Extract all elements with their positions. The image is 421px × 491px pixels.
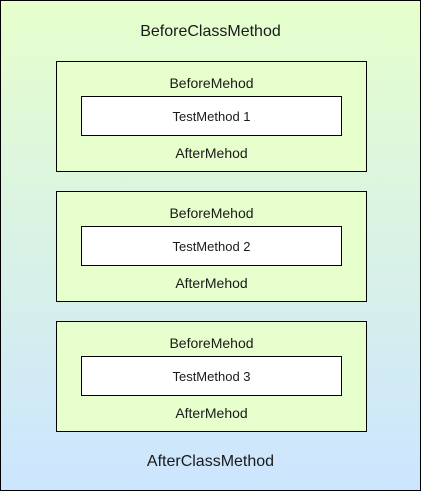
- test-method-label-3: TestMethod 3: [172, 369, 251, 384]
- method-lifecycle-group-2: BeforeMehod TestMethod 2 AfterMehod: [56, 191, 367, 302]
- method-lifecycle-group-3: BeforeMehod TestMethod 3 AfterMehod: [56, 321, 367, 432]
- before-method-label-3: BeforeMehod: [169, 335, 254, 351]
- before-method-label-2: BeforeMehod: [169, 205, 254, 221]
- after-class-method-label: AfterClassMethod: [146, 453, 275, 470]
- test-method-box-2: TestMethod 2: [81, 226, 342, 266]
- after-method-label-3: AfterMehod: [175, 405, 248, 421]
- test-method-label-2: TestMethod 2: [172, 239, 251, 254]
- test-method-box-3: TestMethod 3: [81, 356, 342, 396]
- after-method-label-1: AfterMehod: [175, 145, 248, 161]
- after-method-label-2: AfterMehod: [175, 275, 248, 291]
- before-class-method-label: BeforeClassMethod: [140, 23, 281, 40]
- method-lifecycle-group-1: BeforeMehod TestMethod 1 AfterMehod: [56, 61, 367, 172]
- test-method-label-1: TestMethod 1: [172, 109, 251, 124]
- before-method-label-1: BeforeMehod: [169, 75, 254, 91]
- test-method-box-1: TestMethod 1: [81, 96, 342, 136]
